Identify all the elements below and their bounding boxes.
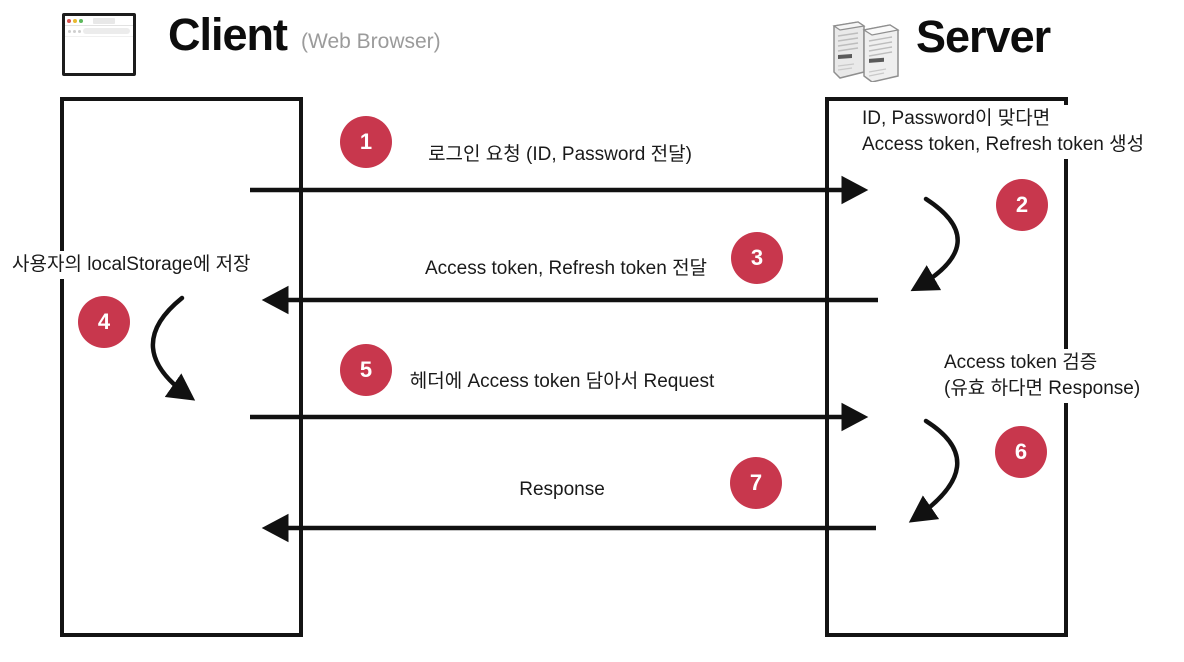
server-header: Server xyxy=(916,11,1051,62)
server-stack-icon xyxy=(832,21,900,82)
message-token-delivery-label: Access token, Refresh token 전달 xyxy=(420,252,712,281)
note-server-create-tokens: ID, Password이 맞다면 Access token, Refresh … xyxy=(858,105,1149,159)
step-badge-4: 4 xyxy=(78,296,130,348)
step-badge-7: 7 xyxy=(730,457,782,509)
client-lifeline-box xyxy=(60,97,303,637)
step-badge-3: 3 xyxy=(731,232,783,284)
step-badge-6: 6 xyxy=(995,426,1047,478)
note-server-create-tokens-line2: Access token, Refresh token 생성 xyxy=(862,134,1145,155)
browser-window-icon xyxy=(62,13,136,76)
note-server-verify-token-line1: Access token 검증 xyxy=(944,352,1098,373)
step-badge-5: 5 xyxy=(340,344,392,396)
message-login-request-label: 로그인 요청 (ID, Password 전달) xyxy=(424,138,696,167)
step-badge-1: 1 xyxy=(340,116,392,168)
note-client-localstorage: 사용자의 localStorage에 저장 xyxy=(8,251,255,279)
client-header: Client (Web Browser) xyxy=(168,12,441,57)
server-title: Server xyxy=(916,11,1051,62)
note-server-verify-token-line2: (유효 하다면 Response) xyxy=(944,378,1141,399)
message-response-label: Response xyxy=(515,478,609,502)
message-request-with-token-label: 헤더에 Access token 담아서 Request xyxy=(405,365,719,394)
client-title: Client xyxy=(168,9,288,60)
note-server-verify-token: Access token 검증 (유효 하다면 Response) xyxy=(940,349,1145,403)
step-badge-2: 2 xyxy=(996,179,1048,231)
note-server-create-tokens-line1: ID, Password이 맞다면 xyxy=(862,108,1051,129)
client-subtitle: (Web Browser) xyxy=(301,29,441,53)
browser-icon-titlebar xyxy=(65,16,133,26)
browser-icon-addressbar xyxy=(65,26,133,37)
